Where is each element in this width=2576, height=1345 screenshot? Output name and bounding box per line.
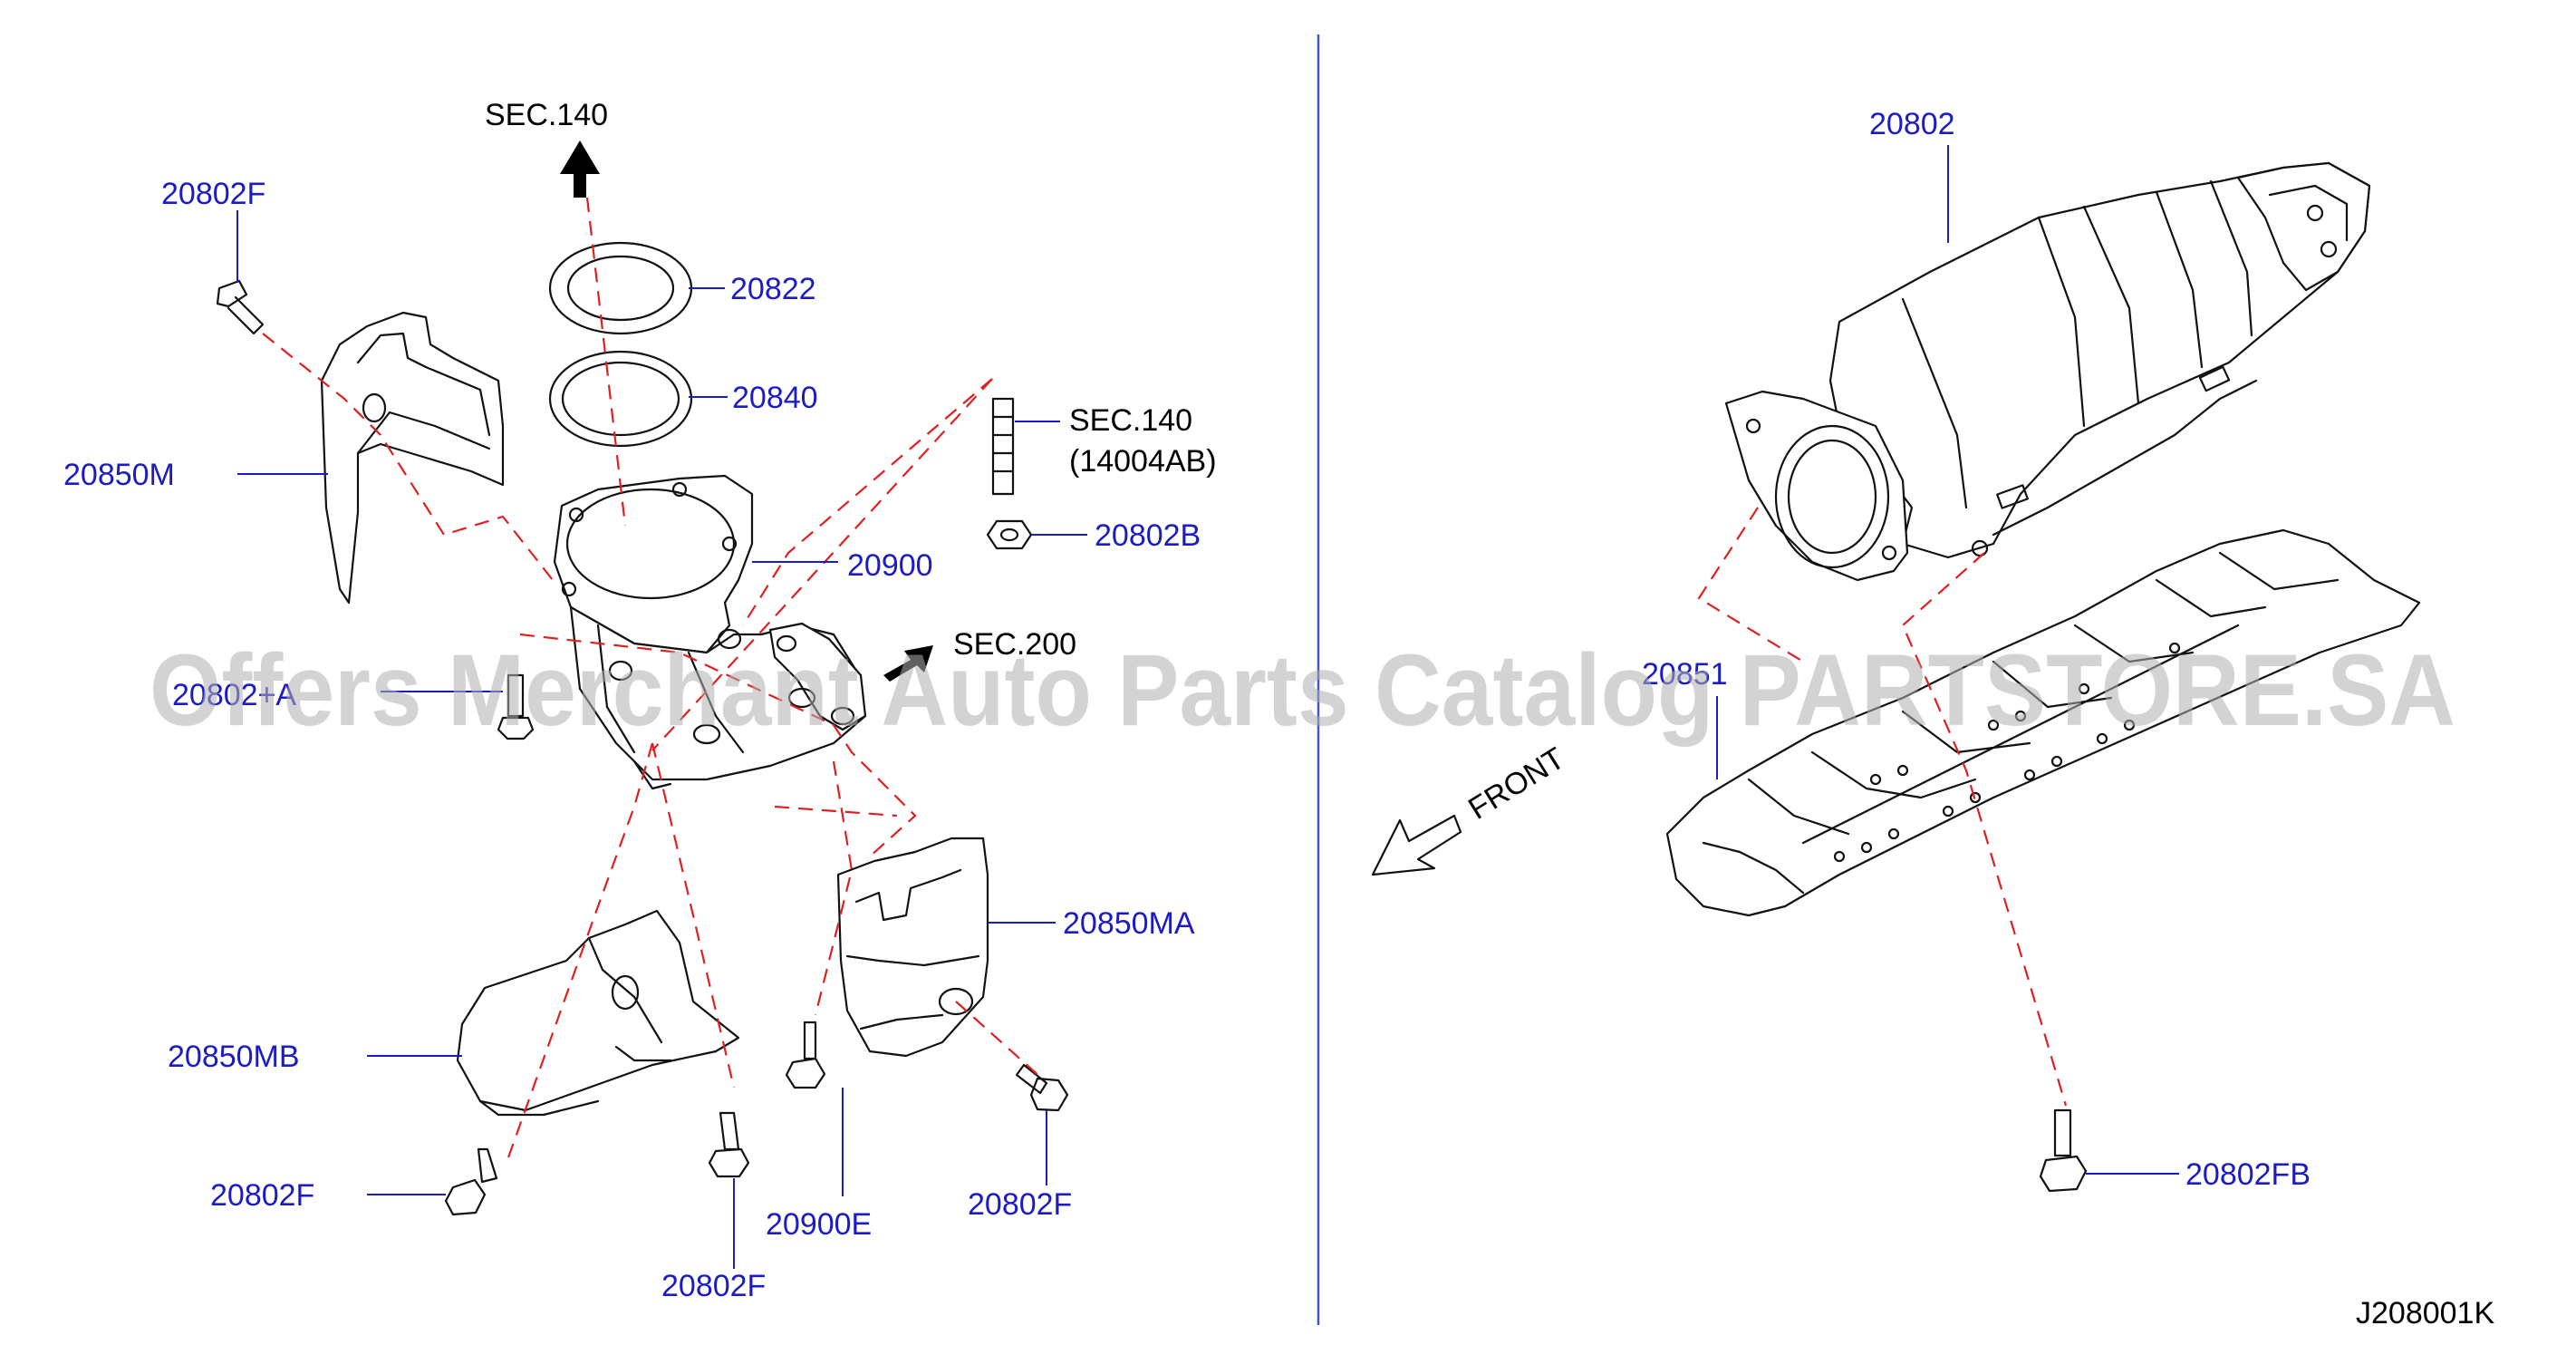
- leader-lines-left: [236, 210, 1087, 1269]
- label-20850MB: 20850MB: [168, 1040, 300, 1074]
- label-14004AB: (14004AB): [1069, 444, 1217, 479]
- bolt-20802F-bl: [444, 1147, 498, 1216]
- nut-20802B: [986, 519, 1033, 550]
- label-sec200: SEC.200: [953, 627, 1076, 662]
- heat-shield-20851: [1665, 528, 2421, 917]
- bolt-20802F-br: [1015, 1063, 1069, 1112]
- arrow-up-icon: [560, 140, 600, 198]
- catalytic-converter-20802: [1724, 161, 2371, 582]
- label-20802F-bottom-left: 20802F: [210, 1178, 314, 1213]
- bolt-20802FB: [2039, 1108, 2088, 1193]
- label-20802F-bottom-mid: 20802F: [661, 1269, 766, 1303]
- bolt-20802F-bm: [708, 1111, 750, 1178]
- arrow-sec200-icon: [883, 645, 933, 682]
- label-20900: 20900: [847, 548, 933, 583]
- label-20802F-bottom-right: 20802F: [968, 1187, 1072, 1222]
- gasket-20822: [548, 241, 693, 335]
- watermark: Offers Merchant Auto Parts Catalog PARTS…: [150, 634, 2455, 747]
- label-sec140-right: SEC.140: [1069, 403, 1192, 438]
- label-20802B: 20802B: [1095, 518, 1201, 553]
- bolt-20802F-tl: [216, 279, 265, 335]
- leader-lines-right: [1716, 145, 2179, 1175]
- label-20840: 20840: [732, 381, 818, 415]
- bolt-20900E: [785, 1021, 826, 1089]
- label-sec140-top: SEC.140: [485, 98, 608, 132]
- front-arrow-icon: [1371, 814, 1462, 876]
- heat-shield-20850M: [320, 311, 505, 605]
- label-20822: 20822: [730, 272, 816, 306]
- label-20802FB: 20802FB: [2185, 1157, 2311, 1192]
- guide-lines-right: [1697, 507, 2068, 1107]
- catalyst-manifold-20900: [553, 474, 867, 790]
- label-20850MA: 20850MA: [1063, 906, 1195, 941]
- heat-shield-20850MB: [456, 909, 740, 1117]
- label-20850M: 20850M: [63, 458, 175, 492]
- label-20802: 20802: [1869, 107, 1955, 141]
- gasket-20840: [548, 350, 693, 448]
- label-20900E: 20900E: [766, 1207, 872, 1242]
- stud-14004AB: [991, 397, 1015, 496]
- label-20802A: 20802+A: [172, 678, 296, 712]
- label-front: FRONT: [1462, 741, 1570, 827]
- heat-shield-20850MA: [836, 837, 989, 1058]
- label-20851: 20851: [1642, 657, 1728, 692]
- guide-lines-left: [262, 197, 1043, 1161]
- diagram-code: J208001K: [2356, 1296, 2494, 1330]
- bolt-20802A: [497, 673, 535, 740]
- label-20802F-top-left: 20802F: [161, 177, 265, 211]
